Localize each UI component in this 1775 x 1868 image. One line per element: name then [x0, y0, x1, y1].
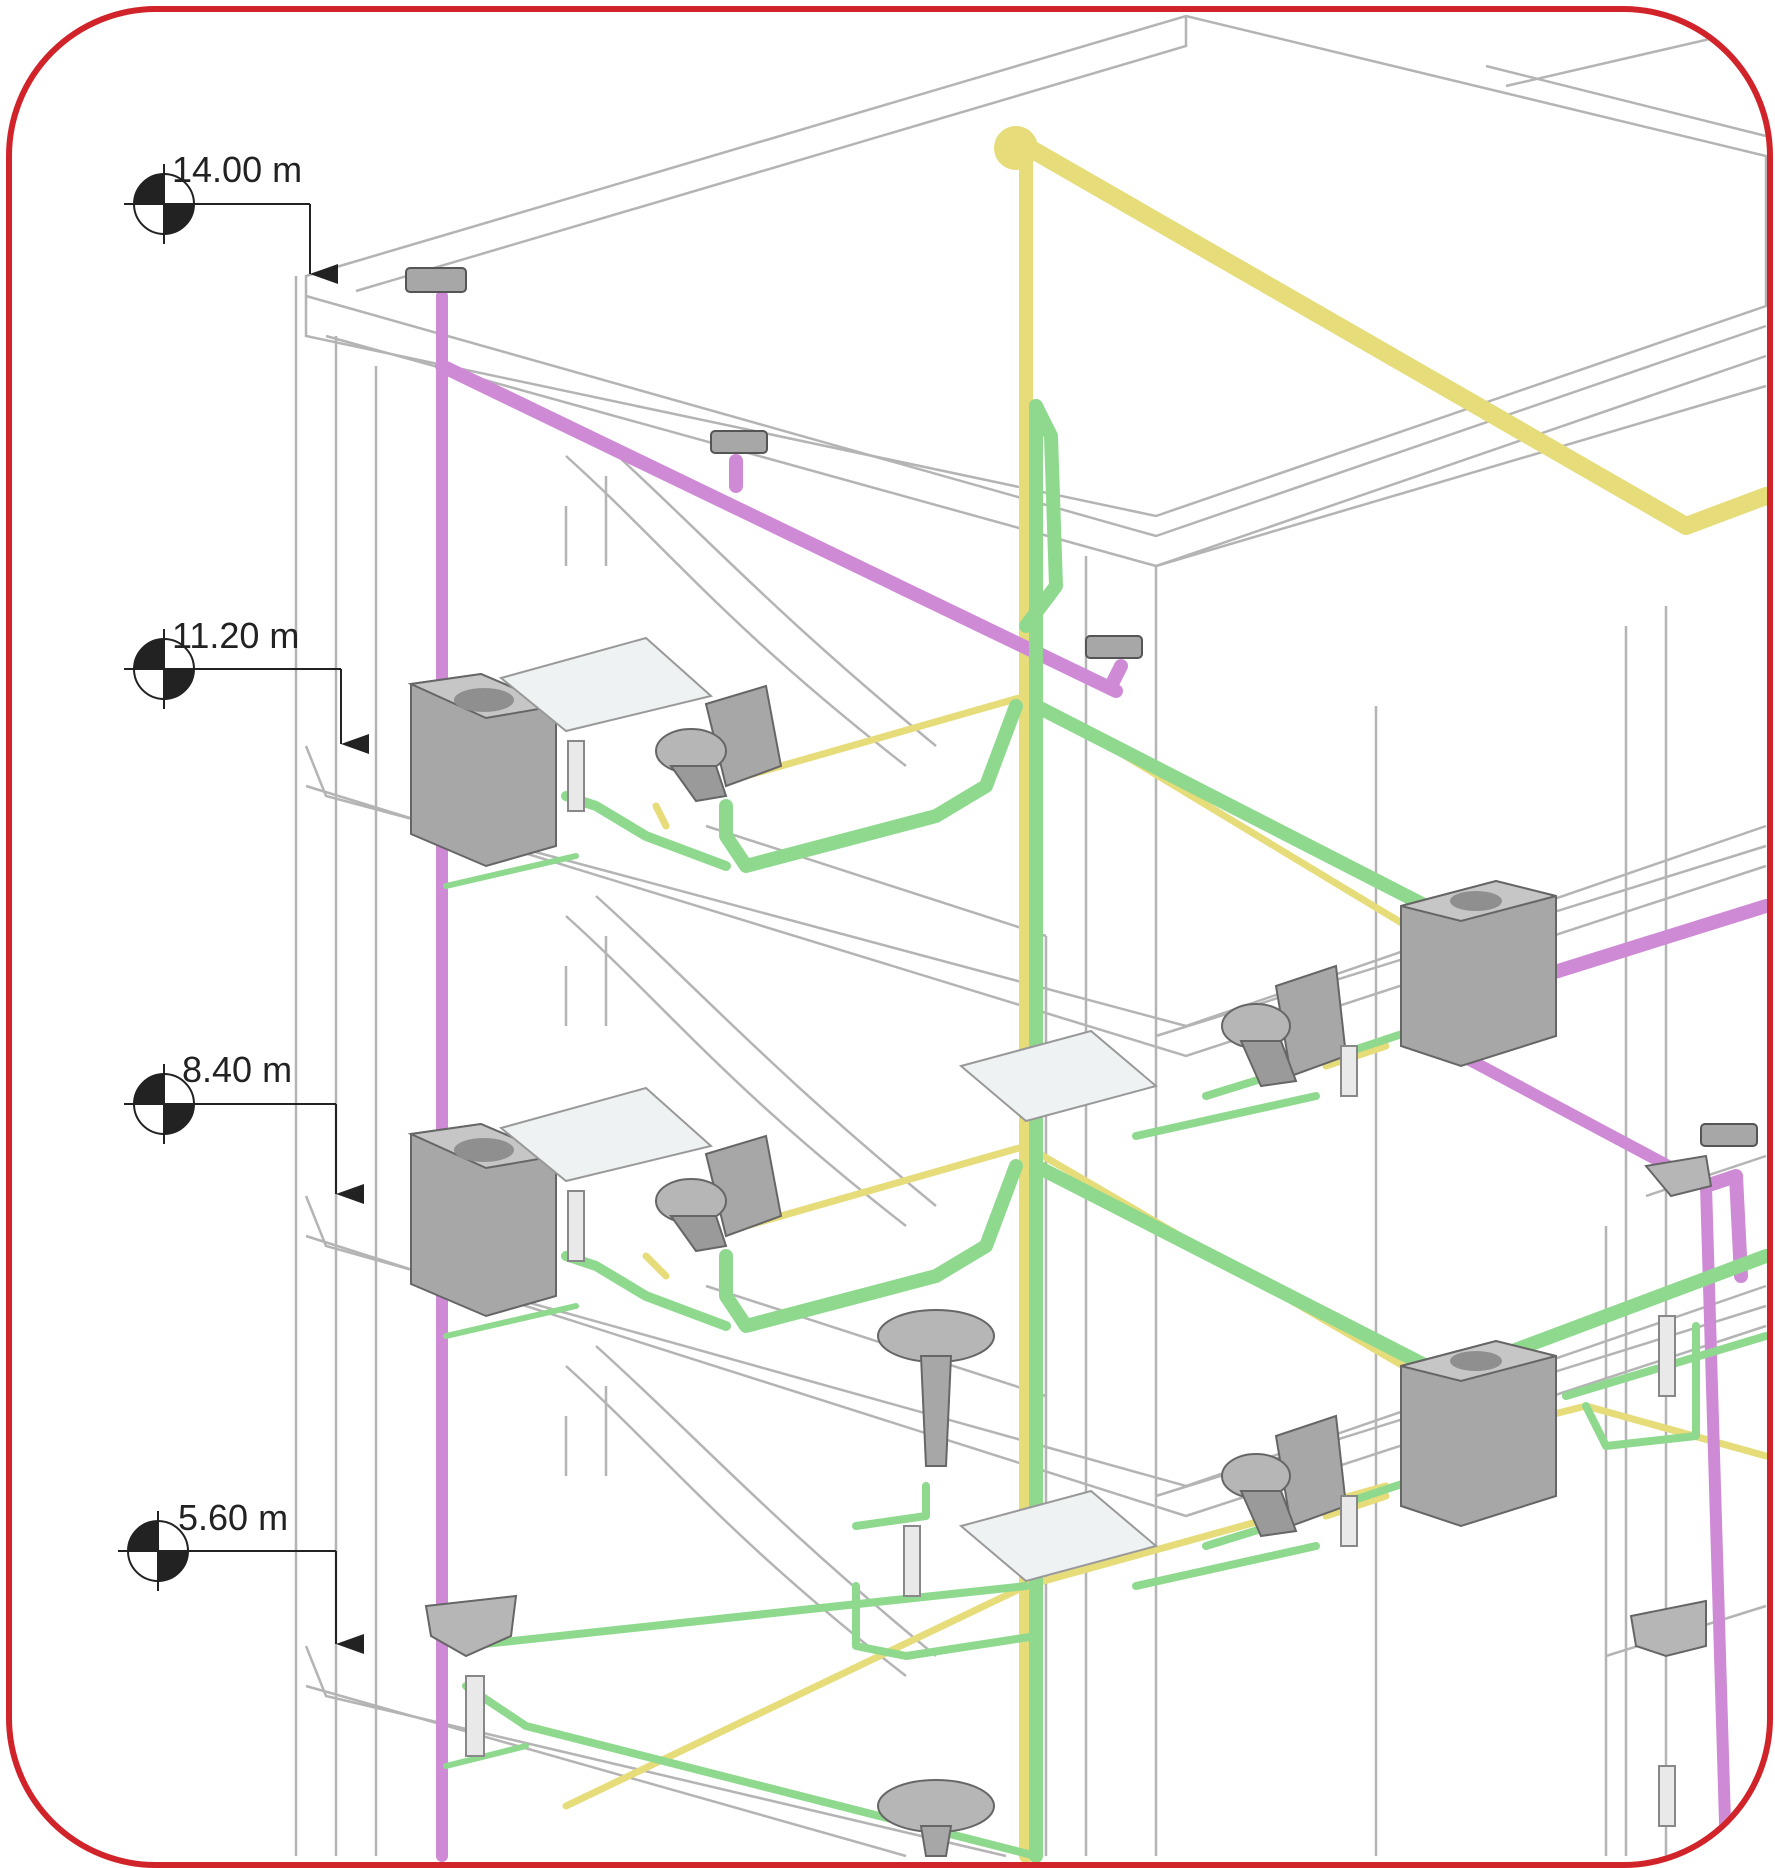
level-label-8: 8.40 m — [182, 1049, 292, 1090]
wall-sink-icon — [424, 1154, 1713, 1658]
level-marker-14: 14.00 m — [124, 149, 338, 284]
level-marker-5: 5.60 m — [118, 1497, 364, 1654]
toilet-icon — [655, 1134, 783, 1253]
wash-basin-cabinet-icon — [1400, 1339, 1557, 1528]
wash-basin-cabinet-icon — [407, 672, 560, 868]
shower-tray-icon — [958, 1029, 1159, 1123]
level-marker-8: 8.40 m — [124, 1049, 364, 1204]
cleanout-icon — [465, 740, 1676, 1827]
wash-basin-cabinet-icon — [1400, 879, 1557, 1068]
level-label-11: 11.20 m — [172, 615, 299, 656]
plumbing-isometric-diagram: 14.00 m 11.20 m 8.40 m 5.60 m — [118, 14, 1767, 1862]
level-label-5: 5.60 m — [178, 1497, 288, 1538]
shower-tray-icon — [958, 1489, 1159, 1583]
diagram-frame: 14.00 m 11.20 m 8.40 m 5.60 m — [6, 6, 1773, 1868]
level-label-14: 14.00 m — [172, 149, 302, 190]
toilet-icon — [655, 684, 783, 803]
level-marker-11: 11.20 m — [124, 615, 369, 754]
water-supply-pipes — [562, 126, 1767, 1862]
shower-tray-icon — [498, 1086, 714, 1183]
toilet-icon — [1221, 964, 1348, 1088]
shower-tray-icon — [498, 636, 714, 733]
wash-basin-cabinet-icon — [407, 1122, 560, 1318]
pedestal-sink-icon — [877, 1309, 995, 1467]
toilet-icon — [1221, 1414, 1348, 1538]
pedestal-sink-icon — [877, 1779, 995, 1857]
